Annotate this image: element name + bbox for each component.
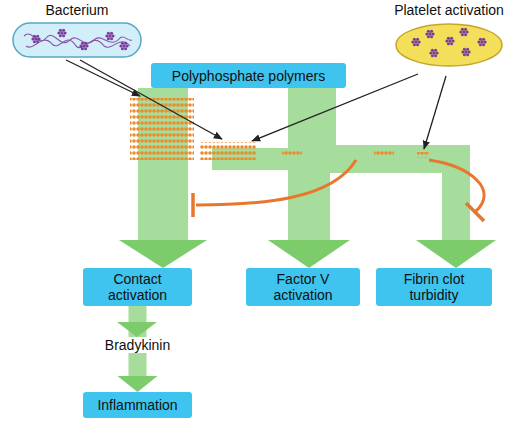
node-text: Fibrin clot turbidity	[380, 271, 488, 303]
node-text: Polyphosphate polymers	[172, 68, 325, 84]
flow-arrowhead	[416, 240, 496, 268]
flow-arrowhead	[117, 322, 157, 337]
source-arrow	[424, 76, 446, 149]
node-text: Platelet activation	[394, 2, 504, 18]
source-arrow	[66, 60, 140, 96]
flow-arrowhead	[118, 376, 158, 392]
edge-label: Bradykinin	[102, 337, 173, 353]
node-text: Factor V activation	[250, 271, 356, 303]
process-box: Factor V activation	[246, 268, 360, 306]
process-box: Inflammation	[83, 392, 192, 418]
bacterium-cell-outline	[12, 22, 142, 58]
node-text: Bacterium	[45, 2, 108, 18]
short-polymer-chain	[282, 150, 302, 156]
platelet-cell: Platelet activation	[382, 2, 516, 76]
medium-polymer-chains	[200, 142, 256, 160]
platelet-cell-outline	[394, 22, 504, 68]
platelet-cell-shape	[396, 24, 502, 66]
inhibition-bar	[466, 203, 484, 221]
inhibition-line	[196, 160, 356, 205]
process-box: Contact activation	[83, 268, 192, 306]
flow-arrow	[119, 88, 207, 268]
node-text: Contact activation	[87, 271, 188, 303]
short-polymer-chain	[417, 152, 429, 158]
flow-arrowhead	[119, 240, 207, 268]
bacterium-cell-shape	[13, 23, 141, 57]
process-box: Fibrin clot turbidity	[376, 268, 492, 306]
flow-arrow	[322, 88, 496, 268]
inhibition-line	[429, 160, 484, 212]
short-polymer-chain	[374, 151, 394, 157]
inhibition-bar	[191, 193, 195, 217]
label-box: Polyphosphate polymers	[151, 63, 346, 88]
flow-arrowhead	[268, 240, 350, 268]
bacterium-cell: Bacterium	[10, 2, 144, 64]
long-polymer-chains	[130, 98, 194, 160]
node-text: Inflammation	[97, 397, 177, 413]
